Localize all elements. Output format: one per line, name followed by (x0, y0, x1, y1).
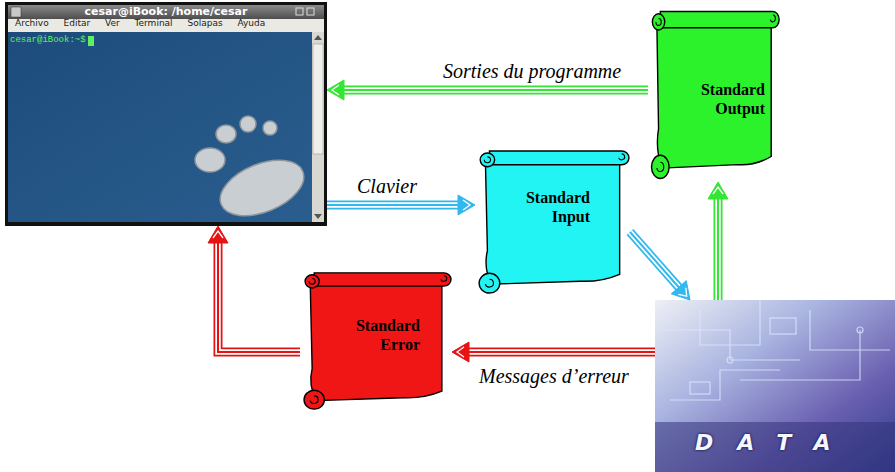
flow-arrow (708, 182, 728, 300)
gnome-foot-logo (195, 116, 312, 227)
foot-sole (212, 149, 312, 226)
window-title: cesar@iBook: /home/cesar (5, 5, 327, 18)
arrow-line (467, 351, 655, 353)
scroll-body (310, 279, 442, 400)
arrow-label: Messages d’erreur (476, 365, 632, 388)
scroll-top-roll (314, 273, 451, 286)
data-picture (655, 300, 895, 472)
scroll-label: Standard Output (685, 80, 765, 118)
foot-toe (263, 121, 277, 135)
scroll-body (657, 20, 771, 168)
arrow-head-stripe (457, 347, 464, 357)
arrow-line (630, 232, 680, 289)
scroll-body (485, 158, 619, 284)
window-frame (5, 2, 327, 226)
arrow-line (342, 87, 648, 93)
arrow-label: Sorties du programme (440, 60, 624, 83)
arrow-head-stripe (713, 187, 723, 194)
data-picture-box: DATA (655, 300, 895, 472)
arrow-line (342, 86, 648, 95)
window-button (296, 8, 303, 15)
circuit-dot (857, 327, 863, 333)
circuit-line (740, 330, 860, 380)
arrow-line (717, 197, 719, 300)
arrow-line (630, 232, 680, 289)
arrow-head (452, 342, 469, 362)
scroll-top-curl (652, 14, 664, 30)
standard-output-scroll: Standard Output (648, 8, 780, 182)
arrow-head (458, 195, 475, 215)
arrow-head (671, 281, 690, 300)
arrow-line (630, 232, 680, 289)
arrow-line (715, 197, 721, 300)
scroll-label: Standard Error (340, 316, 420, 354)
arrow-line (218, 241, 300, 352)
standard-error-scroll: Standard Error (300, 270, 452, 412)
menu-bar: Archivo Editar Ver Terminal Solapas Ayud… (5, 18, 327, 28)
arrow-head (327, 80, 344, 100)
flow-arrow (630, 232, 690, 300)
scroll-bottom-curl (304, 390, 324, 409)
scroll-spiral (309, 276, 447, 404)
window-button (307, 8, 314, 15)
scroll-spiral (656, 15, 776, 172)
arrow-line (218, 241, 300, 352)
circuit-line (810, 310, 890, 350)
arrow-line (714, 197, 723, 300)
arrow-line (467, 349, 655, 355)
foot-toe (195, 148, 225, 172)
arrow-line (467, 348, 655, 357)
scroll-label: Standard Input (500, 188, 590, 226)
arrow-line (218, 241, 300, 352)
flow-arrow (208, 226, 300, 352)
circuit-line (670, 370, 780, 400)
circuit-dot (727, 357, 733, 363)
chip (770, 318, 796, 334)
arrow-line (327, 201, 460, 210)
arrow-line (327, 204, 460, 206)
foot-toe (216, 125, 236, 143)
flow-arrow (327, 80, 648, 100)
scroll-top-curl (480, 153, 494, 167)
data-word: DATA (695, 430, 895, 456)
scroll-bottom-curl (652, 155, 670, 178)
flow-arrow (452, 342, 655, 362)
arrow-line (342, 89, 648, 91)
scroll-arrows (314, 35, 322, 219)
flow-arrow (327, 195, 475, 215)
arrow-head-stripe (213, 231, 223, 238)
text-cursor (88, 36, 94, 46)
arrow-head-stripe (463, 200, 470, 210)
scroll-outline (300, 270, 452, 412)
foot-toe (240, 116, 256, 132)
terminal-window: cesar@iBook: /home/cesarArchivo Editar V… (5, 2, 327, 226)
scroll-top-roll (660, 11, 779, 27)
data-band (655, 422, 895, 472)
arrow-head (708, 182, 728, 199)
scroll-spiral (484, 154, 624, 287)
circuit-lines (660, 300, 890, 400)
arrow-line (327, 202, 460, 208)
scroll-bottom-curl (479, 273, 500, 293)
scroll-top-curl (305, 275, 319, 288)
scroll-top-roll (489, 151, 629, 165)
arrow-head-stripe (332, 85, 339, 95)
shell-prompt: cesar@iBook:~$ (10, 35, 86, 45)
scrollbar (312, 32, 324, 222)
arrow-head (208, 226, 228, 243)
arrow-label: Clavier (354, 175, 420, 198)
arrow-head-stripe (678, 288, 686, 297)
scrollbar-thumb (313, 44, 323, 154)
chip (690, 382, 710, 394)
standard-input-scroll: Standard Input (475, 148, 630, 296)
window-icon (11, 7, 21, 17)
circuit-line (700, 300, 760, 345)
